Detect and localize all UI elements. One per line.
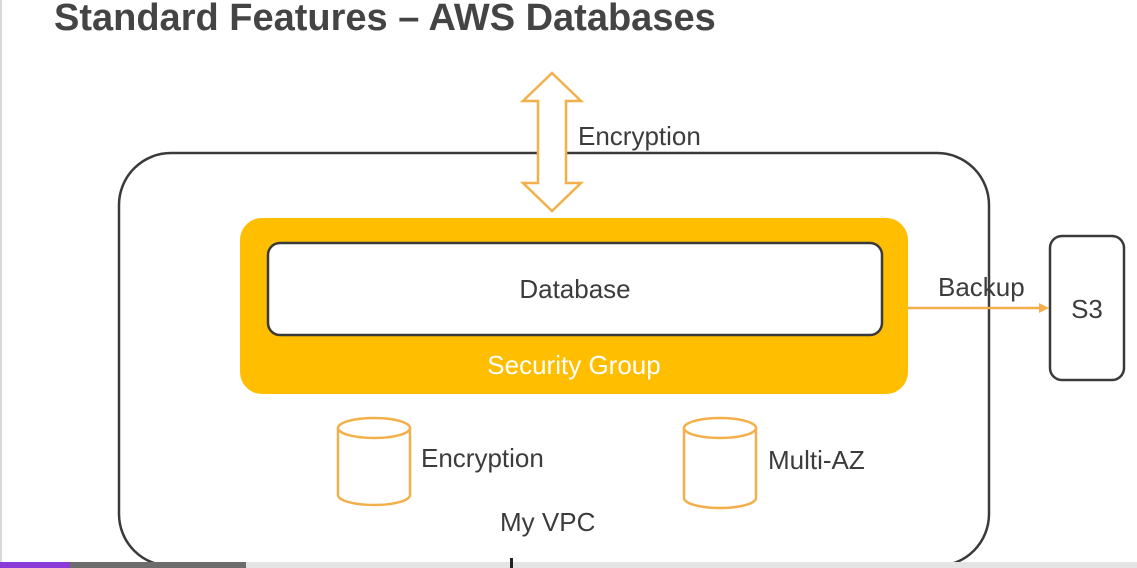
slide-title: Standard Features – AWS Databases — [54, 0, 716, 39]
s3-box — [1048, 234, 1126, 382]
transit-encryption-label: Encryption — [578, 121, 701, 151]
backup-label: Backup — [938, 272, 1025, 302]
security-group-label: Security Group — [487, 350, 661, 380]
video-progress-bar[interactable] — [0, 562, 70, 568]
video-buffered-bar — [70, 562, 246, 568]
video-scrub-marker[interactable] — [510, 558, 513, 568]
backup-arrow-head-icon — [1039, 303, 1049, 313]
s3-label: S3 — [1071, 294, 1103, 324]
slide-left-edge — [0, 0, 2, 568]
double-headed-vertical-arrow-icon — [519, 71, 585, 213]
database-box — [266, 241, 884, 337]
multi-az-label: Multi-AZ — [768, 445, 865, 475]
vpc-label: My VPC — [500, 507, 596, 537]
video-progress-track[interactable] — [246, 562, 1137, 568]
database-cylinder-icon — [336, 416, 412, 507]
database-label: Database — [519, 274, 631, 304]
storage-encryption-label: Encryption — [421, 443, 544, 473]
database-cylinder-icon — [682, 416, 758, 510]
